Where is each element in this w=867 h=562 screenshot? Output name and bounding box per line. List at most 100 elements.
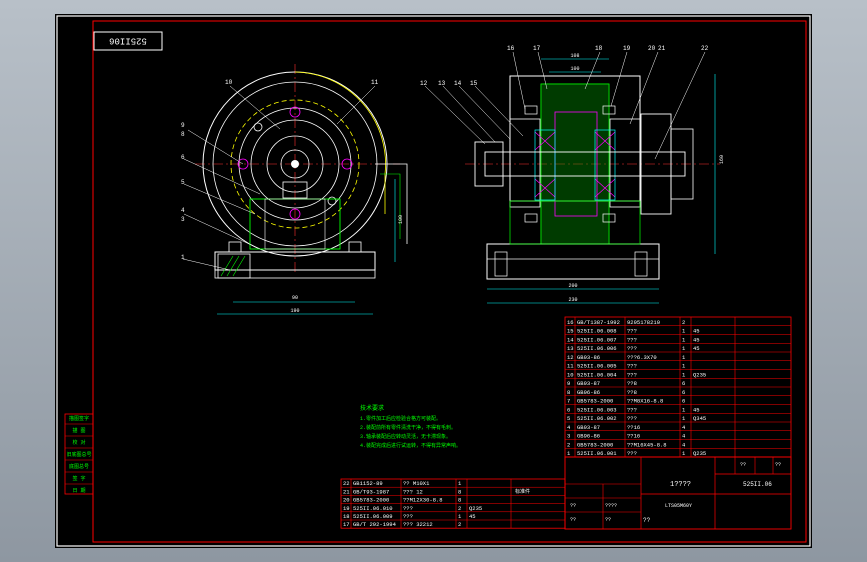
bom-cell: 18: [343, 513, 350, 520]
side-label: 签 字: [72, 475, 85, 482]
bom-cell: 1: [682, 406, 686, 413]
bom-cell: GB96-86: [577, 389, 600, 396]
bom-cell: ??M8X16-8.8: [627, 398, 663, 405]
bom-cell: 2: [458, 521, 461, 528]
balloon-label: 18: [595, 45, 603, 52]
bom-cell: GB/T1387-1992: [577, 319, 620, 326]
balloon-label: 21: [658, 45, 666, 52]
bom-cell: 1: [682, 450, 686, 457]
bom-cell: 1: [682, 363, 686, 370]
balloon-label: 16: [507, 45, 515, 52]
bom-cell: ??M16X45-8.8: [627, 441, 667, 448]
balloon-label: 10: [225, 79, 233, 86]
bom-cell: ??? 12: [403, 488, 423, 495]
bom-cell: ??16: [627, 433, 640, 440]
balloon-label: 14: [454, 80, 462, 87]
bom-cell: 21: [343, 488, 350, 495]
side-label: 旧底图总号: [66, 451, 91, 458]
bom-cell: 4: [682, 433, 686, 440]
title-cell: ????: [605, 503, 617, 509]
side-label: 底图总号: [69, 463, 89, 470]
bom-cell: 1: [682, 336, 686, 343]
bom-cell: 19: [343, 505, 350, 512]
bom-cell: ???6.3X70: [627, 354, 657, 361]
bom-cell: 7: [567, 398, 570, 405]
title-cell: ??: [775, 462, 781, 468]
bom-cell: 1: [682, 371, 686, 378]
right-view: 108 100 200 230 160 12 13 14 15 16 17 18…: [420, 45, 725, 304]
title-name: 1????: [670, 481, 691, 489]
title-cell: ??: [740, 462, 746, 468]
balloon-label: 17: [533, 45, 541, 52]
bom-cell: 15: [567, 328, 574, 335]
dimension: 160: [719, 155, 725, 164]
title-block: 1???? 525II.06 LTS05M60Y ?? ?? ?? ?? ?? …: [564, 456, 792, 530]
bom-cell: 525II.06.002: [577, 415, 617, 422]
bom-cell: 2: [567, 441, 570, 448]
bom-cell: ???: [627, 363, 637, 370]
title-unit: ??: [643, 517, 651, 524]
bom-cell: GB5783-2000: [577, 441, 613, 448]
left-view: 90 190 100 9 8 6 5 4 3 1 10 11: [181, 64, 408, 315]
bom-cell: GB5783-2000: [577, 398, 613, 405]
bom-cell: 525II.06.007: [577, 336, 617, 343]
bom-cell: 1: [682, 328, 686, 335]
bom-cell: ??M12X30-8.8: [403, 497, 443, 504]
title-cell: ??: [570, 517, 576, 523]
side-label: 描 图: [72, 427, 85, 434]
bom-cell: Q235: [693, 371, 706, 378]
dimension: 190: [290, 308, 299, 314]
bom-cell: ???: [627, 371, 637, 378]
bom-cell: 525II.06.004: [577, 371, 617, 378]
bom-cell: ??8: [627, 380, 637, 387]
balloon-label: 3: [181, 216, 185, 223]
balloon-label: 4: [181, 207, 185, 214]
title-mark: LTS05M60Y: [665, 503, 692, 509]
bom-cell: 525II.06.003: [577, 406, 617, 413]
title-code: 525II.06: [743, 481, 772, 488]
bom-cell: 1: [458, 480, 462, 487]
drawing-number-box: [93, 31, 163, 51]
bom-cell: 525II.06.001: [577, 450, 617, 457]
bom-cell: 17: [343, 521, 350, 528]
balloon-label: 22: [701, 45, 709, 52]
bom-cell: 45: [693, 336, 700, 343]
bom-cell: 16: [567, 319, 574, 326]
drawing-number: 525II06: [109, 36, 147, 46]
bom-cell: ???: [627, 345, 637, 352]
bom-cell: 9: [567, 380, 570, 387]
dimension: 90: [292, 295, 298, 301]
bom-cell: GB5783-2000: [353, 497, 389, 504]
bom-lower-note: 标准件: [515, 488, 530, 495]
bom-cell: Q235: [693, 450, 706, 457]
bom-cell: 8: [458, 497, 461, 504]
bom-cell: 1: [682, 415, 686, 422]
bom-cell: 525II.06.008: [577, 328, 617, 335]
note-line: 4.装配完成后进行试运转，不得有异常声响。: [360, 442, 461, 449]
note-line: 1.零件加工后应检验合格方可装配。: [360, 415, 441, 422]
bom-cell: ???: [627, 415, 637, 422]
bom-cell: 10: [567, 371, 574, 378]
notes-title: 技术要求: [360, 404, 384, 412]
bom-cell: 2: [682, 319, 685, 326]
bom-cell: 20: [343, 497, 350, 504]
bom-cell: 2: [458, 505, 461, 512]
bom-cell: 13: [567, 345, 574, 352]
bom-cell: GB1152-89: [353, 480, 383, 487]
bom-cell: 6: [682, 380, 685, 387]
bom-cell: 8: [458, 488, 461, 495]
bom-cell: 6: [682, 389, 685, 396]
dimension: 200: [568, 283, 577, 289]
bom-cell: 1: [682, 354, 686, 361]
bom-cell: 525II.06.009: [353, 513, 393, 520]
technical-notes: 技术要求 1.零件加工后应检验合格方可装配。 2.装配前所有零件清洗干净，不得有…: [360, 404, 461, 449]
bom-cell: Q235: [469, 505, 482, 512]
balloon-label: 20: [648, 45, 656, 52]
side-label: 日 期: [72, 488, 85, 494]
bom-cell: 525II.06.005: [577, 363, 617, 370]
bom-cell: GB93-86: [577, 354, 600, 361]
balloon-label: 8: [181, 131, 185, 138]
